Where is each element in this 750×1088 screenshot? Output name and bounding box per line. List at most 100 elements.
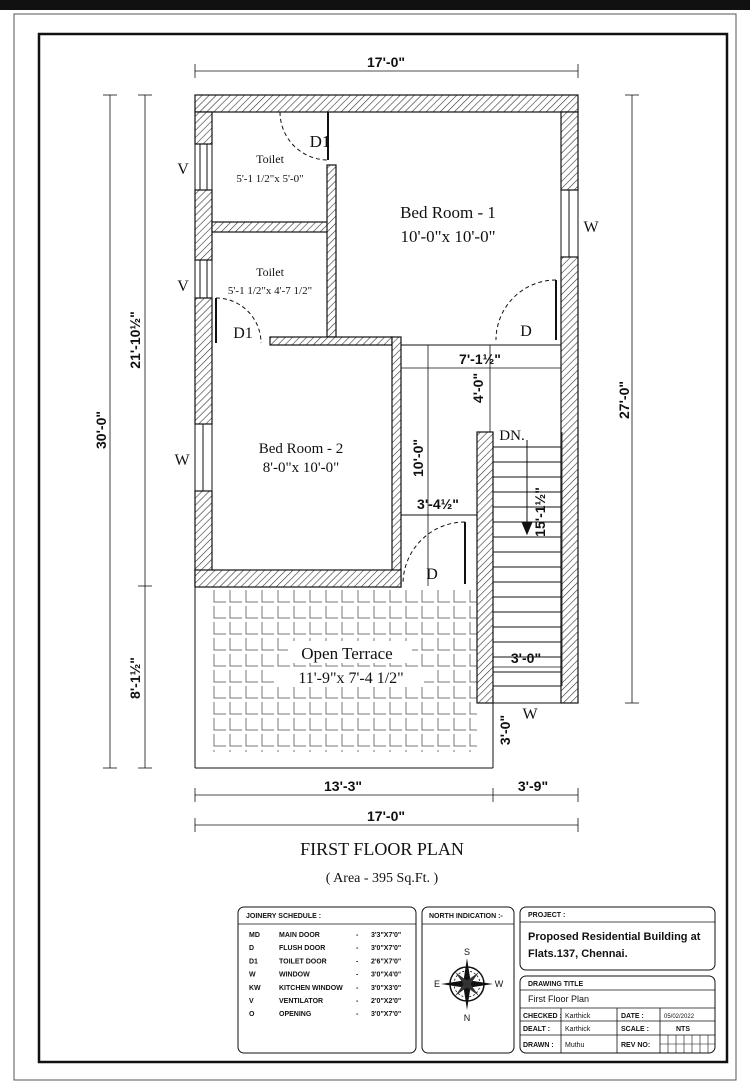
checked-label: CHECKED : bbox=[523, 1013, 562, 1020]
terrace-size: 11'-9"x 7'-4 1/2" bbox=[298, 670, 403, 687]
plan-title: FIRST FLOOR PLAN bbox=[300, 839, 464, 859]
wall-openings bbox=[194, 144, 579, 769]
window-left-label: W bbox=[174, 452, 190, 469]
dim-bottom-right: 3'-9" bbox=[518, 778, 548, 794]
joinery-dash: - bbox=[356, 972, 359, 979]
project-box bbox=[519, 906, 716, 971]
joinery-dash: - bbox=[356, 998, 359, 1005]
joinery-rows: MD MAIN DOOR - 3'3"X7'0" D FLUSH DOOR - 3'0"X7'… bbox=[249, 932, 401, 1018]
joinery-dash: - bbox=[356, 985, 359, 992]
joinery-size: 3'0"X4'0" bbox=[371, 972, 401, 979]
ventilator-top-label: V bbox=[177, 161, 189, 178]
joinery-size: 3'0"X7'0" bbox=[371, 1011, 401, 1018]
joinery-size: 3'0"X7'0" bbox=[371, 945, 401, 952]
date-value: 05/02/2022 bbox=[664, 1014, 695, 1020]
joinery-size: 2'0"X2'0" bbox=[371, 998, 401, 1005]
compass-rose-icon bbox=[441, 958, 493, 1010]
dimension-lines bbox=[103, 64, 639, 832]
project-line2: Flats.137, Chennai. bbox=[528, 948, 628, 960]
toilet1-name: Toilet bbox=[256, 152, 284, 166]
drawing-title: First Floor Plan bbox=[528, 994, 589, 1004]
revno-label: REV NO: bbox=[621, 1042, 650, 1049]
outer-border bbox=[13, 13, 737, 1081]
joinery-name: FLUSH DOOR bbox=[279, 945, 325, 952]
joinery-name: OPENING bbox=[279, 1011, 312, 1018]
compass-s: S bbox=[464, 947, 470, 957]
dim-stair-run: 15'-1½" bbox=[532, 487, 548, 537]
dim-lower-depth: 8'-1½" bbox=[127, 657, 143, 699]
toilet2-name: Toilet bbox=[256, 265, 284, 279]
dim-bottom-offset: 3'-0" bbox=[497, 715, 513, 745]
joinery-name: KITCHEN WINDOW bbox=[279, 985, 343, 992]
top-bar bbox=[0, 0, 750, 10]
joinery-size: 3'3"X7'0" bbox=[371, 932, 401, 939]
joinery-dash: - bbox=[356, 945, 359, 952]
inner-border bbox=[37, 32, 729, 1064]
joinery-dash: - bbox=[356, 1011, 359, 1018]
door-d-stair-label: D bbox=[426, 566, 438, 583]
drawing-title-label: DRAWING TITLE bbox=[528, 981, 584, 988]
joinery-code: W bbox=[249, 972, 256, 979]
joinery-code: V bbox=[249, 998, 254, 1005]
scale-value: NTS bbox=[676, 1026, 690, 1033]
joinery-name: MAIN DOOR bbox=[279, 932, 320, 939]
joinery-dash: - bbox=[356, 958, 359, 965]
plan-area: ( Area - 395 Sq.Ft. ) bbox=[326, 871, 439, 886]
north-indication-box bbox=[421, 906, 515, 1054]
terrace-name: Open Terrace bbox=[301, 644, 392, 663]
drawn-label: DRAWN : bbox=[523, 1042, 554, 1049]
joinery-name: VENTILATOR bbox=[279, 998, 323, 1005]
bed1-name: Bed Room - 1 bbox=[400, 203, 496, 222]
dealt-value: Karthick bbox=[565, 1026, 591, 1033]
toilet1-size: 5'-1 1/2"x 5'-0" bbox=[236, 173, 303, 185]
dim-passage-depth: 4'-0" bbox=[470, 373, 486, 403]
compass-w: W bbox=[495, 979, 504, 989]
stair-down-label: DN. bbox=[499, 428, 524, 444]
dealt-label: DEALT : bbox=[523, 1026, 550, 1033]
bed2-name: Bed Room - 2 bbox=[259, 441, 344, 457]
dim-stair-width: 3'-0" bbox=[511, 650, 541, 666]
toilet2-size: 5'-1 1/2"x 4'-7 1/2" bbox=[228, 285, 312, 297]
dim-passage-width: 7'-1½" bbox=[459, 351, 501, 367]
compass-n: N bbox=[464, 1013, 471, 1023]
window-right-label: W bbox=[583, 219, 599, 236]
joinery-code: D1 bbox=[249, 958, 258, 965]
dim-upper-depth: 21'-10½" bbox=[127, 311, 143, 368]
dim-landing-width: 3'-4½" bbox=[417, 496, 459, 512]
joinery-code: D bbox=[249, 945, 254, 952]
door-d-bed1-label: D bbox=[520, 323, 532, 340]
door-swings bbox=[215, 111, 557, 585]
date-label: DATE : bbox=[621, 1013, 644, 1020]
door-d1-top-label: D1 bbox=[310, 132, 331, 151]
ventilator-mid-label: V bbox=[177, 278, 189, 295]
joinery-size: 2'6"X7'0" bbox=[371, 958, 401, 965]
dim-right-depth: 27'-0" bbox=[616, 381, 632, 419]
bed2-size: 8'-0"x 10'-0" bbox=[263, 460, 339, 476]
walls bbox=[194, 94, 579, 704]
joinery-name: TOILET DOOR bbox=[279, 958, 327, 965]
joinery-code: MD bbox=[249, 932, 260, 939]
dim-top-width: 17'-0" bbox=[367, 54, 405, 70]
drawing-info-box bbox=[519, 975, 716, 1054]
terrace-label-bg bbox=[288, 641, 412, 663]
dim-bottom-left: 13'-3" bbox=[324, 778, 362, 794]
joinery-schedule-box bbox=[237, 906, 417, 1054]
terrace-size-bg bbox=[276, 667, 424, 687]
drawn-value: Muthu bbox=[565, 1042, 585, 1049]
dim-total-depth: 30'-0" bbox=[93, 411, 109, 449]
checked-value: Karthick bbox=[565, 1013, 591, 1020]
joinery-dash: - bbox=[356, 932, 359, 939]
joinery-code: O bbox=[249, 1011, 255, 1018]
joinery-code: KW bbox=[249, 985, 261, 992]
dim-stair-depth: 10'-0" bbox=[410, 439, 426, 477]
joinery-name: WINDOW bbox=[279, 972, 310, 979]
joinery-heading: JOINERY SCHEDULE : bbox=[246, 913, 321, 920]
project-label: PROJECT : bbox=[528, 912, 565, 919]
north-heading: NORTH INDICATION :- bbox=[429, 913, 503, 920]
compass-e: E bbox=[434, 979, 440, 989]
window-bottom-label: W bbox=[522, 706, 538, 723]
scale-label: SCALE : bbox=[621, 1026, 649, 1033]
rev-grid bbox=[660, 1035, 715, 1053]
